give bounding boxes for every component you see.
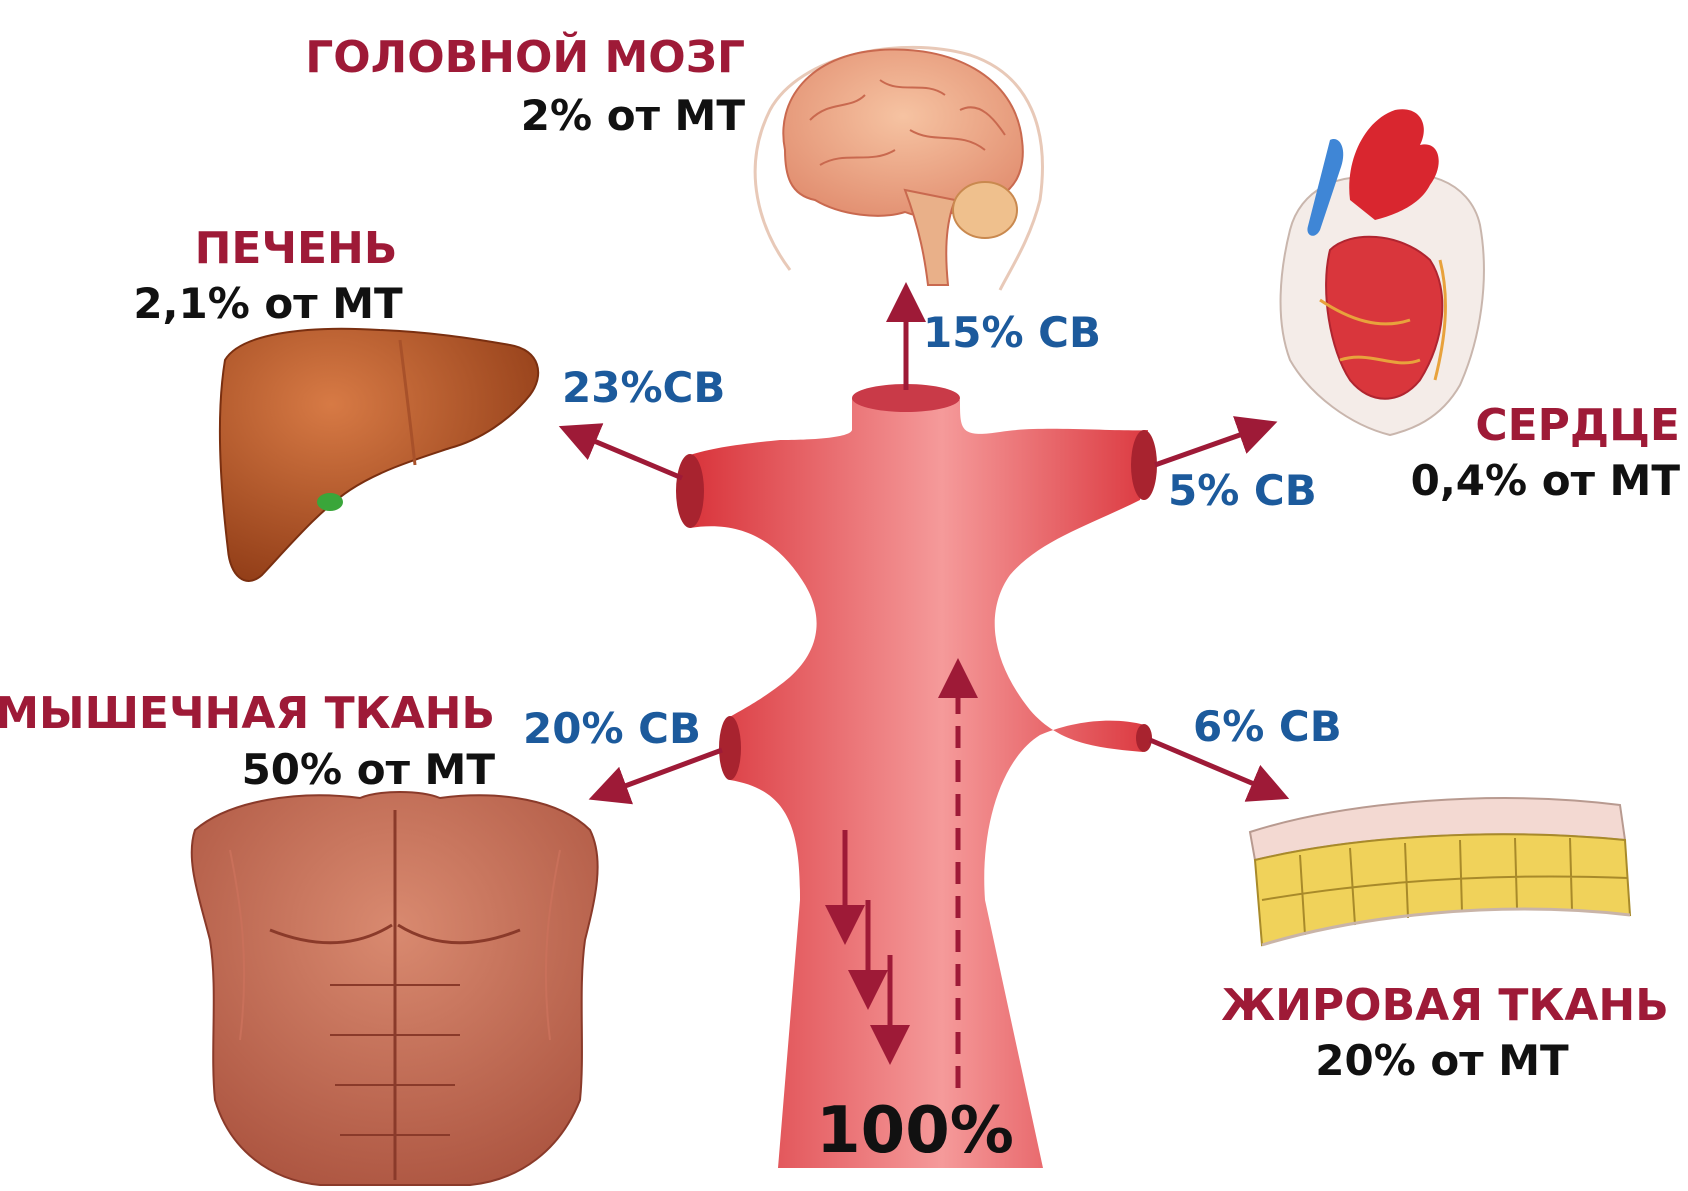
brain-mass: 2% от МТ	[521, 91, 746, 140]
heart-mass: 0,4% от МТ	[1411, 456, 1681, 505]
liver-illustration	[220, 329, 538, 581]
arrow-to-muscle	[598, 750, 722, 796]
brain-stem	[905, 190, 955, 285]
muscle-mass: 50% от МТ	[242, 745, 496, 794]
vessel-opening-liver	[676, 454, 704, 528]
liver-mass: 2,1% от МТ	[133, 279, 403, 328]
liver-title: ПЕЧЕНЬ	[195, 223, 398, 274]
fat-layer-main	[1255, 834, 1630, 945]
muscle-torso-illustration	[192, 792, 598, 1185]
fat-title: ЖИРОВАЯ ТКАНЬ	[1221, 980, 1669, 1031]
liver-flow: 23%СВ	[562, 363, 725, 412]
fat-tissue-illustration	[1250, 798, 1630, 945]
cerebellum	[953, 182, 1017, 238]
arrow-to-liver	[568, 430, 682, 478]
brain-illustration	[755, 47, 1042, 290]
vessel-opening-muscle	[719, 716, 741, 780]
fat-flow: 6% СВ	[1193, 702, 1342, 751]
vessel-opening-heart	[1131, 430, 1157, 500]
vessel	[676, 384, 1157, 1168]
fat-mass: 20% от МТ	[1315, 1036, 1569, 1085]
vessel-opening-fat	[1136, 724, 1152, 752]
brain-flow: 15% СВ	[923, 308, 1101, 357]
heart-illustration	[1281, 109, 1484, 435]
heart-flow: 5% СВ	[1168, 466, 1317, 515]
muscle-title: МЫШЕЧНАЯ ТКАНЬ	[0, 688, 495, 739]
brain-title: ГОЛОВНОЙ МОЗГ	[305, 30, 745, 83]
heart-title: СЕРДЦЕ	[1475, 400, 1680, 451]
vessel-body	[690, 398, 1148, 1168]
arrow-to-heart	[1155, 425, 1268, 465]
total-flow-label: 100%	[816, 1094, 1014, 1168]
gallbladder	[317, 493, 343, 511]
muscle-flow: 20% СВ	[523, 704, 701, 753]
liver-shape	[220, 329, 538, 581]
